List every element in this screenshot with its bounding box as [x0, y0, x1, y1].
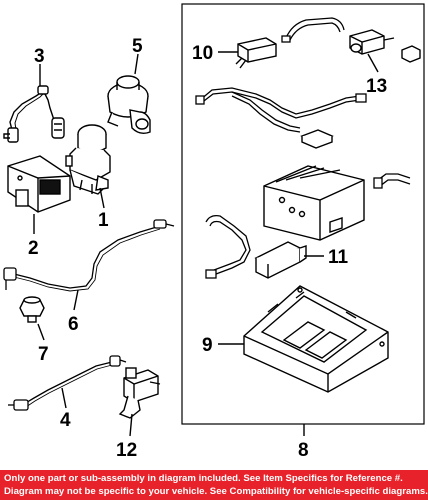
vapor-canister [263, 165, 365, 241]
part-11-vent-filter-hose [205, 214, 251, 279]
callout-3: 3 [34, 46, 45, 67]
callout-10: 10 [192, 43, 213, 64]
part-9-canister-tray [243, 285, 389, 393]
part-12-vacuum-solenoid [118, 367, 161, 419]
part-5-egr-valve [107, 75, 151, 135]
part-3-sensor-harness [3, 85, 65, 143]
part-7-small-sensor [19, 296, 45, 323]
top-hose [281, 17, 345, 43]
disclaimer-line-2: Diagram may not be specific to your vehi… [4, 486, 428, 497]
hose-connector [401, 45, 421, 63]
assembly-frame-8 [181, 3, 425, 425]
part-1-solenoid-valve [65, 124, 111, 195]
part-10-vapor-valve [235, 37, 277, 69]
vapor-hose-assembly [195, 87, 367, 133]
callout-1: 1 [98, 210, 109, 231]
disclaimer-banner: Only one part or sub-assembly in diagram… [0, 470, 428, 500]
callout-7: 7 [38, 344, 49, 365]
part-6-sensor-wire [3, 219, 175, 292]
callout-12: 12 [116, 440, 137, 461]
filter-pad [300, 129, 334, 149]
callout-8: 8 [298, 440, 309, 461]
callout-9: 9 [202, 335, 213, 356]
parts-diagram: 1 2 3 4 5 6 7 8 9 10 11 12 13 [3, 3, 425, 461]
callout-4: 4 [60, 410, 71, 431]
callout-11: 11 [328, 247, 349, 268]
canister-hose [373, 173, 411, 189]
callout-6: 6 [68, 314, 79, 335]
callout-5: 5 [132, 36, 143, 57]
callout-2: 2 [28, 238, 39, 259]
callout-13: 13 [366, 76, 387, 97]
disclaimer-line-1: Only one part or sub-assembly in diagram… [4, 473, 403, 484]
part-11-vent-filter [254, 241, 307, 279]
part-4-oxygen-sensor [8, 355, 127, 411]
part-2-control-module [7, 155, 71, 213]
leader-lines [33, 51, 379, 437]
part-13-purge-valve [349, 29, 395, 55]
